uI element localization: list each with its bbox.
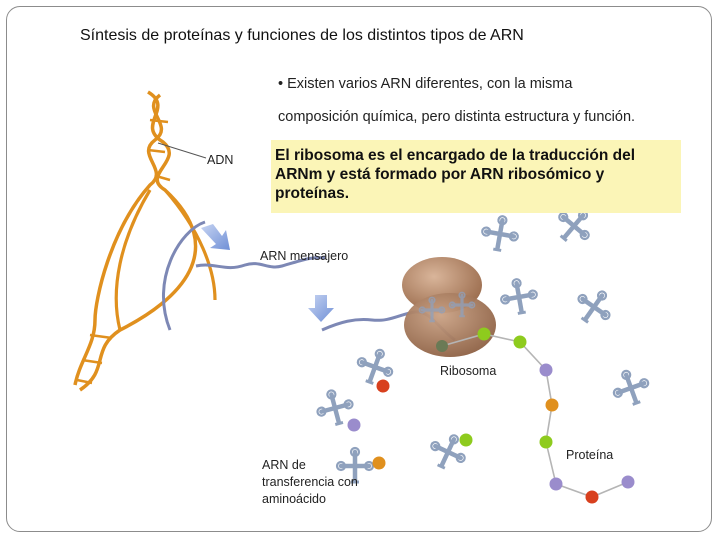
label-adn: ADN [207,153,234,167]
bullet-line-1: • Existen varios ARN diferentes, con la … [278,76,573,92]
label-arn-transferencia: ARN de transferencia con aminoácido [262,458,358,506]
ribosome [402,257,496,357]
adn-pointer-line [157,142,207,159]
mrna-strand [195,256,326,270]
arrow-transcription-icon [201,224,230,250]
slide-title: Síntesis de proteínas y funciones de los… [80,27,524,44]
bullet-line-2: composición química, pero distinta estru… [278,109,636,125]
ribosome-callout: El ribosoma es el encargado de la traduc… [271,140,681,213]
bullet-point: • Existen varios ARN diferentes, con la … [278,76,698,125]
label-arn-mensajero: ARN mensajero [260,249,349,263]
trna-amino-acids [347,379,473,470]
dna-helix [73,90,217,392]
slide-frame [6,6,712,532]
amino-acid-beads [436,327,635,504]
label-proteina: Proteína [566,448,614,462]
protein-chain [441,333,629,498]
label-ribosoma: Ribosoma [440,364,497,378]
arrow-translation-icon [308,295,334,322]
